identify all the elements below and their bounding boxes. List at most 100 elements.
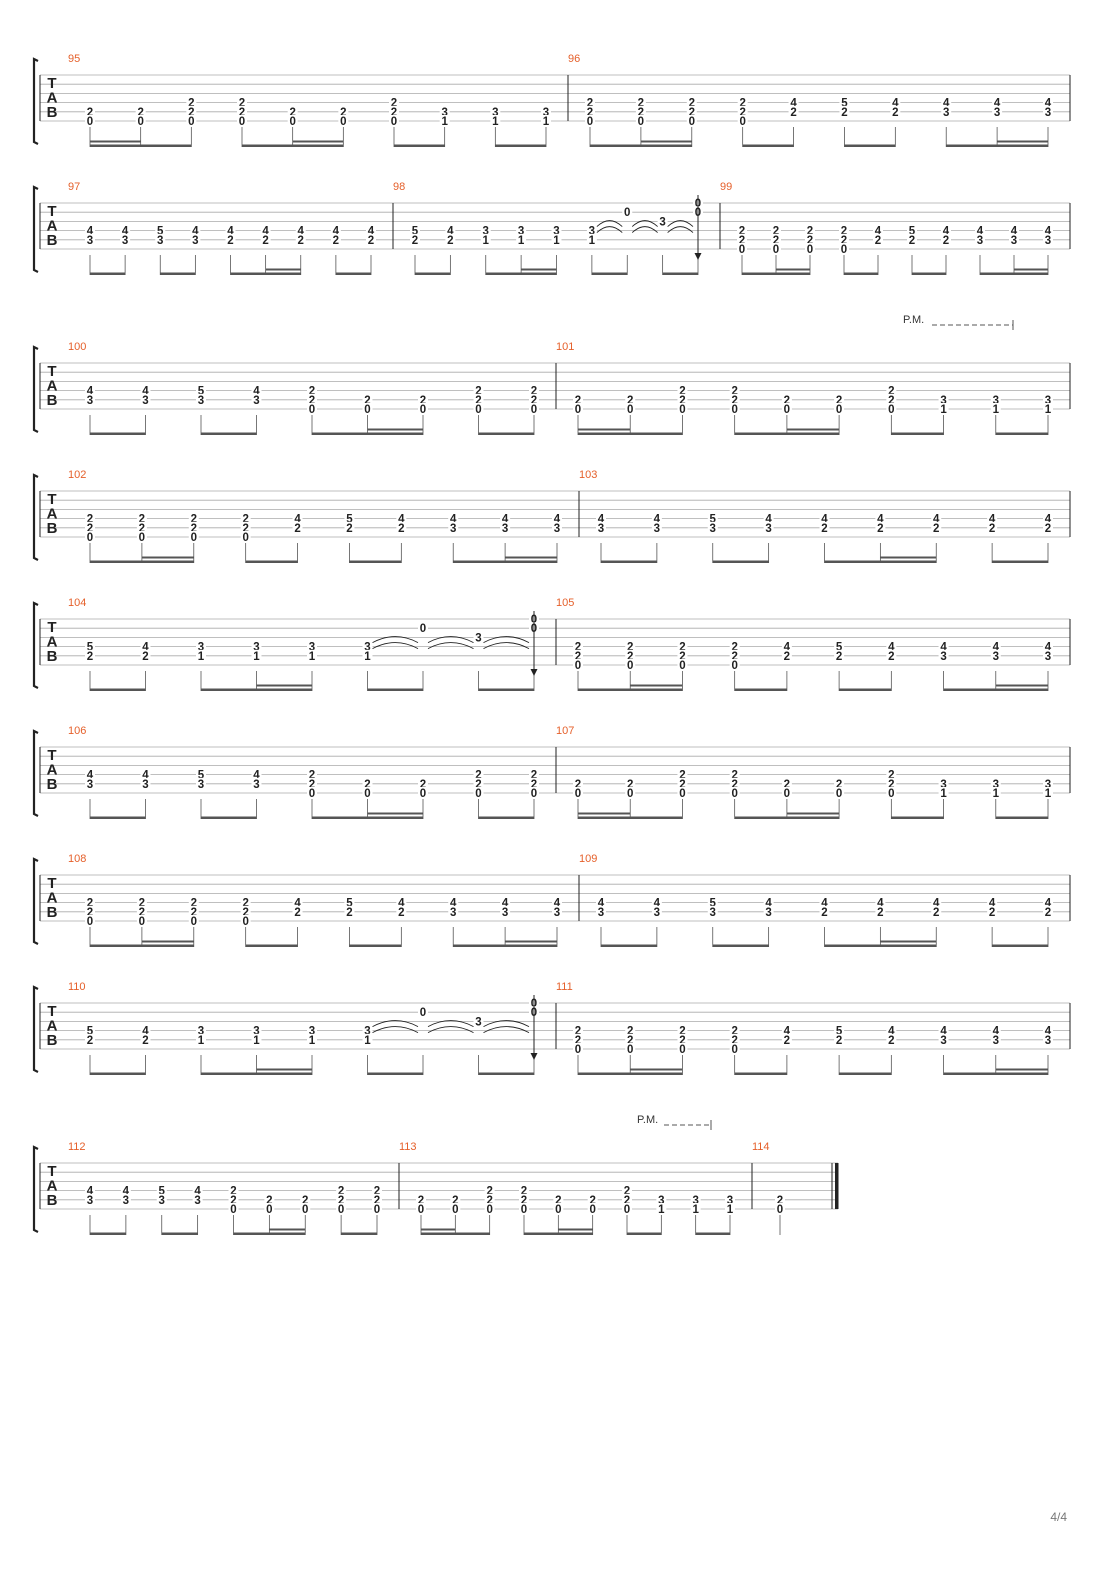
fret-number: 4 [654,514,661,526]
fret-mask [287,115,298,126]
fret-number: 2 [475,779,481,791]
fret-mask [418,393,428,405]
tab-clef-letter: T [47,619,56,636]
fret-mask [839,105,850,117]
fret-number: 4 [227,226,234,238]
fret-number: 2 [689,98,695,110]
fret-number: 4 [994,98,1001,110]
tab-clef-letter: T [47,747,56,764]
fret-number: 2 [391,98,397,110]
fret-number: 0 [309,788,315,800]
fret-mask [120,224,131,236]
beam [245,560,298,563]
fret-mask [729,393,740,405]
fret-mask [196,393,206,405]
fret-number: 4 [253,386,260,398]
tab-clef-letter: T [47,491,56,508]
fret-mask [396,521,407,533]
fret-mask [552,512,562,524]
fret-number: 2 [242,523,248,535]
fret-number: 1 [364,1035,371,1047]
fret-number: 4 [940,642,947,654]
beam [912,272,946,275]
fret-mask [519,1193,529,1205]
beam [995,432,1048,435]
fret-number: 0 [340,116,346,128]
fret-mask [737,224,747,236]
fret-number: 3 [765,907,771,919]
beam [90,144,192,147]
fret-mask [686,105,697,117]
fret-mask [416,1193,426,1205]
fret-number: 2 [230,1186,236,1198]
fret-mask [307,403,317,414]
fret-mask [196,384,206,396]
fret-number: 1 [589,235,596,247]
fret-mask [140,649,151,661]
fret-mask [1043,640,1053,652]
beam [478,816,534,819]
measure-number: 104 [68,597,86,609]
fret-number: 1 [993,404,1000,416]
beam [453,944,557,947]
fret-mask [529,787,539,798]
fret-number: 1 [198,1035,205,1047]
fret-mask [781,403,792,414]
fret-mask [938,777,949,789]
fret-number: 2 [262,235,268,247]
fret-mask [729,1043,740,1054]
fret-mask [781,777,792,789]
fret-number: 4 [333,226,340,238]
fret-mask [625,787,636,798]
fret-mask [886,768,897,780]
fret-mask [873,224,883,236]
fret-number: 1 [1045,788,1052,800]
fret-number: 4 [598,514,605,526]
tie-arc [631,226,658,233]
beam [478,432,534,435]
fret-mask [85,384,95,396]
fret-number: 2 [679,642,685,654]
fret-number: 2 [309,386,315,398]
fret-number: 2 [731,651,737,663]
tie-arc [372,636,419,643]
fret-mask [819,512,830,524]
sub-beam [997,140,1048,143]
tab-system: TAB1004343534322020202202201012020220220… [32,314,1071,435]
fret-mask [551,224,562,236]
fret-number: 1 [309,1035,316,1047]
sub-beam [90,140,141,143]
beam [712,944,769,947]
fret-mask [987,512,998,524]
beam [627,1232,662,1235]
fret-number: 2 [836,1035,842,1047]
fret-mask [136,915,147,926]
fret-mask [344,512,355,524]
fret-mask [763,896,774,908]
sub-beam [786,428,840,431]
beam [341,1232,377,1235]
fret-number: 3 [589,226,595,238]
fret-mask [251,649,262,661]
beam [734,688,787,691]
beam [161,1232,198,1235]
fret-mask [886,403,897,414]
fret-number: 3 [475,1016,481,1028]
fret-mask [362,649,373,661]
measure-number: 95 [68,53,80,65]
fret-number: 2 [87,651,93,663]
fret-mask [450,1203,461,1214]
fret-mask [938,1024,949,1036]
fret-number: 2 [555,1195,561,1207]
fret-number: 2 [888,770,894,782]
fret-number: 0 [531,788,537,800]
fret-number: 2 [452,1195,458,1207]
fret-mask [890,96,901,108]
fret-number: 2 [739,98,745,110]
fret-number: 4 [765,514,772,526]
fret-number: 2 [475,386,481,398]
fret-mask [788,96,799,108]
fret-number: 5 [346,898,353,910]
fret-mask [362,1033,373,1045]
tab-clef-letter: B [47,904,58,921]
